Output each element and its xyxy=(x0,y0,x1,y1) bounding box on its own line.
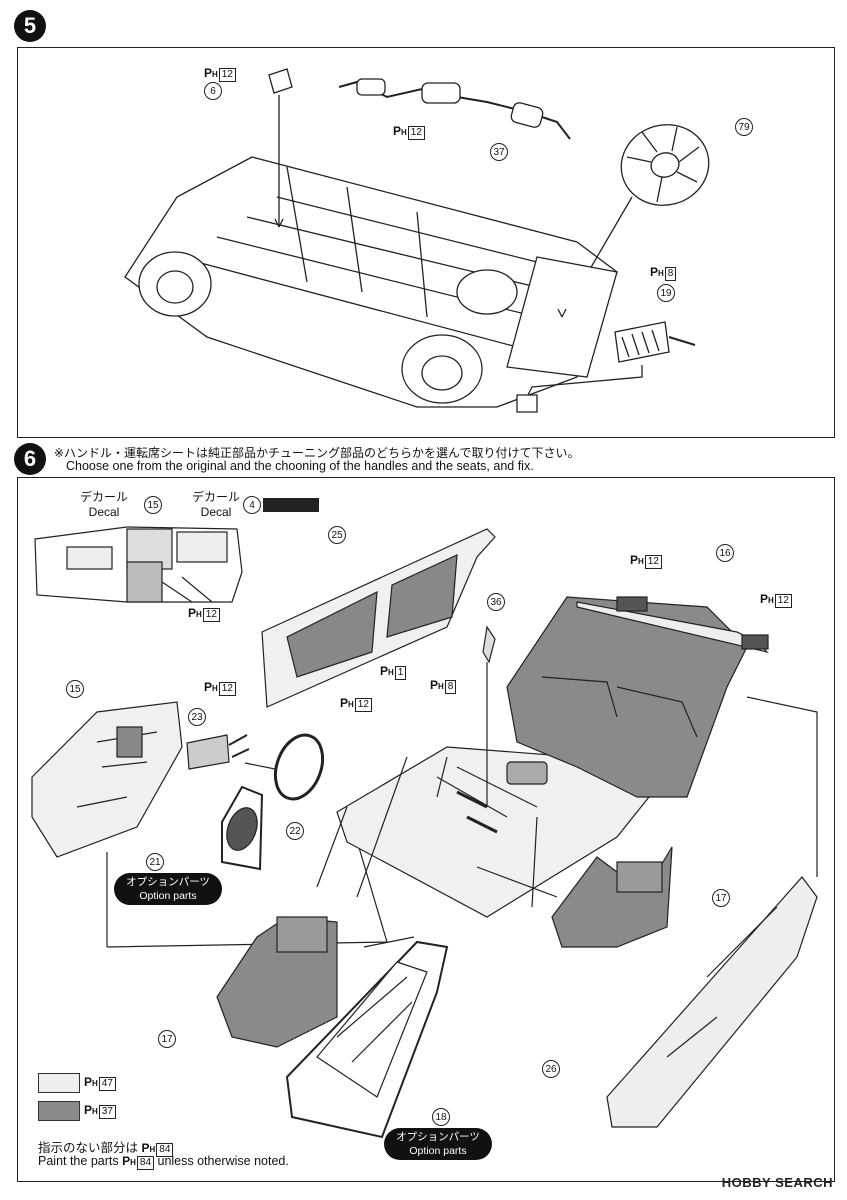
part-37-number: 37 xyxy=(490,143,508,161)
watermark: HOBBY SEARCH xyxy=(721,1175,833,1190)
part-17a-number: 17 xyxy=(712,889,730,907)
part-16-number: 16 xyxy=(716,544,734,562)
part-17b-number: 17 xyxy=(158,1030,176,1048)
decal-4-number: 4 xyxy=(243,496,261,514)
part-36-number: 36 xyxy=(487,593,505,611)
part-25-number: 25 xyxy=(328,526,346,544)
decal-15-number: 15 xyxy=(144,496,162,514)
step-6-badge: 6 xyxy=(14,443,46,475)
step-6-note-jp: ※ハンドル・運転席シートは純正部品かチューニング部品のどちらかを選んで取り付けて… xyxy=(54,446,580,460)
legend-swatch-mid xyxy=(38,1101,80,1121)
part-19-number: 19 xyxy=(657,284,675,302)
part-23-number: 23 xyxy=(188,708,206,726)
part-15-number: 15 xyxy=(66,680,84,698)
decal-4-swatch xyxy=(263,498,319,512)
part-79-number: 79 xyxy=(735,118,753,136)
step-5-chassis-drawing xyxy=(124,68,710,413)
part-26-number: 26 xyxy=(542,1060,560,1078)
part-6-number: 6 xyxy=(204,82,222,100)
legend-swatch-light xyxy=(38,1073,80,1093)
step-5-badge: 5 xyxy=(14,10,46,42)
step-6-interior-drawing xyxy=(31,526,818,1139)
part-18-number: 18 xyxy=(432,1108,450,1126)
step-6-note-en: Choose one from the original and the cho… xyxy=(66,459,534,473)
part-21-number: 21 xyxy=(146,853,164,871)
part-22-number: 22 xyxy=(286,822,304,840)
